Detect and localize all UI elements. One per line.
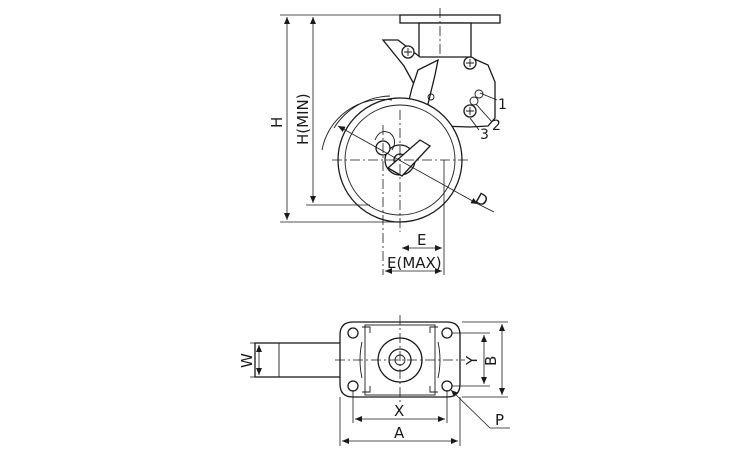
plate-hole-bottom-right bbox=[441, 380, 453, 392]
dimension-D: D bbox=[472, 189, 491, 210]
side-view: D H H(MIN) E E(MAX) 1 2 3 bbox=[268, 8, 507, 275]
plate-hole-bottom-left bbox=[347, 380, 359, 392]
diameter-line bbox=[337, 125, 479, 205]
top-mounting-plate bbox=[399, 14, 501, 24]
dimension-Y: Y bbox=[463, 355, 481, 366]
dimension-X: X bbox=[394, 402, 404, 420]
dimension-B: B bbox=[482, 356, 500, 366]
leader-P bbox=[450, 389, 510, 429]
arm-hole bbox=[427, 93, 435, 101]
dimension-H: H bbox=[268, 117, 286, 128]
adjuster-part-2 bbox=[469, 96, 479, 106]
plate-hole-top-right bbox=[441, 327, 453, 339]
swivel-stem bbox=[418, 22, 472, 62]
dimension-W: W bbox=[238, 353, 256, 368]
callout-1: 1 bbox=[498, 97, 507, 113]
dimension-E: E bbox=[417, 231, 426, 249]
dimension-H-min: H(MIN) bbox=[294, 93, 312, 145]
top-view: W X A Y B bbox=[238, 315, 510, 446]
dimension-A: A bbox=[394, 424, 405, 442]
callout-3: 3 bbox=[480, 127, 489, 143]
dimension-E-max: E(MAX) bbox=[387, 254, 442, 272]
side-lever bbox=[254, 342, 346, 378]
callout-2: 2 bbox=[492, 118, 501, 134]
plate-hole-top-left bbox=[347, 327, 359, 339]
wheel-swing-arc bbox=[321, 98, 393, 151]
dimension-P: P bbox=[495, 411, 504, 429]
